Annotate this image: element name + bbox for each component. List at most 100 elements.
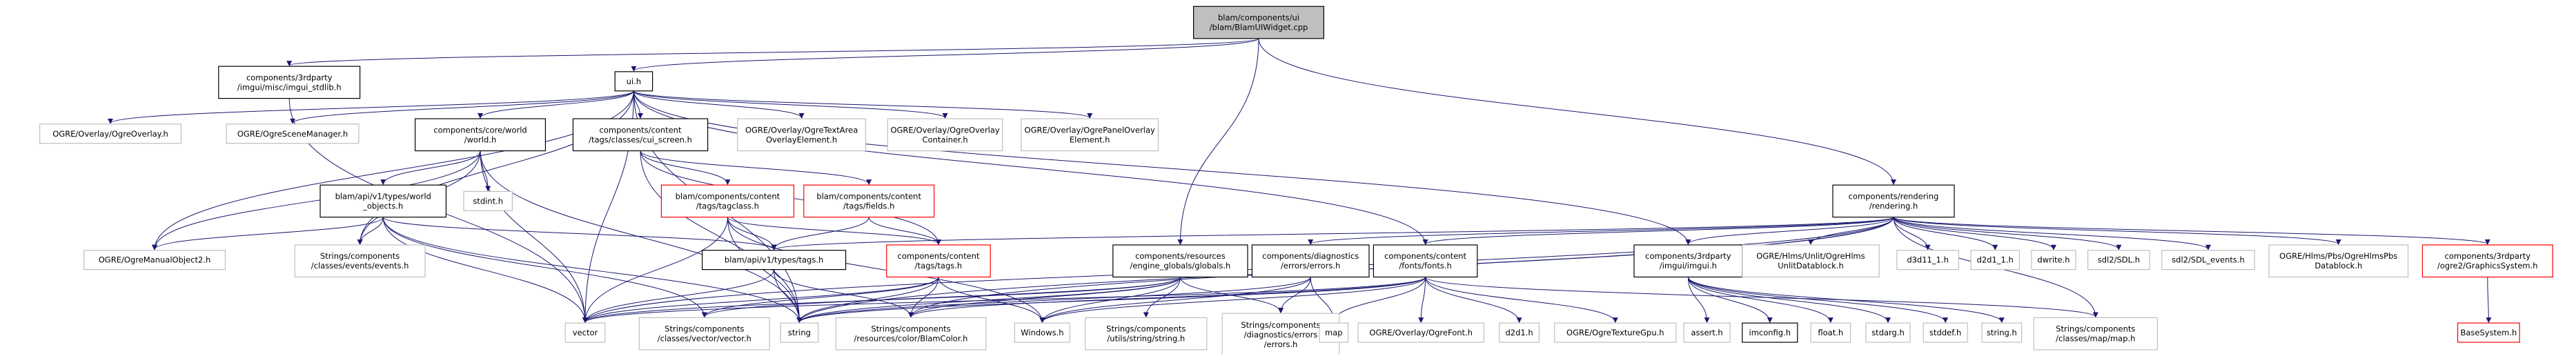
node-label-line: UnlitDatablock.h bbox=[1778, 261, 1844, 271]
node-label-line: string bbox=[788, 328, 811, 337]
node-label-line: BaseSystem.h bbox=[2460, 328, 2517, 337]
node-engine-globals[interactable]: components/resources/engine_globals/glob… bbox=[1112, 244, 1248, 278]
node-label-line: OGRE/Overlay/OgreFont.h bbox=[1369, 328, 1473, 337]
node-box bbox=[1683, 322, 1731, 343]
edge-blam_world_objects-to-vector bbox=[382, 217, 588, 324]
node-label-line: stdint.h bbox=[473, 196, 503, 206]
node-box bbox=[1970, 250, 2021, 271]
node-box bbox=[1014, 322, 1071, 343]
node-ogre2-graphics[interactable]: components/3rdparty/ogre2/GraphicsSystem… bbox=[2421, 244, 2553, 278]
node-box bbox=[638, 317, 770, 351]
node-box bbox=[1554, 322, 1677, 343]
node-root[interactable]: blam/components/ui/blam/BlamUIWidget.cpp bbox=[1192, 6, 1324, 39]
node-box bbox=[2033, 317, 2158, 351]
node-label-line: /tags/fields.h bbox=[843, 201, 894, 210]
node-assert-h: assert.h bbox=[1683, 322, 1731, 343]
edge-root-to-ui_h bbox=[631, 38, 1259, 72]
node-label-line: vector bbox=[573, 328, 598, 337]
node-imconfig-h[interactable]: imconfig.h bbox=[1742, 322, 1798, 343]
node-diag-errors[interactable]: components/diagnostics/errors/errors.h bbox=[1251, 244, 1370, 278]
node-rendering-h[interactable]: components/rendering/rendering.h bbox=[1832, 184, 1955, 218]
node-ui-h[interactable]: ui.h bbox=[614, 71, 653, 92]
node-box bbox=[737, 118, 867, 152]
edge-cui_screen-to-tagclass_h bbox=[640, 150, 731, 186]
node-label-line: components/3rdparty bbox=[1645, 251, 1731, 261]
node-label-line: float.h bbox=[1818, 328, 1843, 337]
node-label-line: /world.h bbox=[464, 135, 496, 144]
edge-fonts_h-to-windows_h bbox=[1039, 277, 1426, 324]
node-ogre-manual: OGRE/OgreManualObject2.h bbox=[83, 250, 226, 271]
node-box bbox=[1832, 184, 1955, 218]
node-label-line: d2d1.h bbox=[1506, 328, 1533, 337]
edge-diag_errors-to-diag_errors_str bbox=[1278, 277, 1311, 314]
node-box bbox=[1357, 322, 1484, 343]
node-box bbox=[1373, 244, 1478, 278]
node-label-line: OGRE/Overlay/OgrePanelOverlay bbox=[1025, 125, 1156, 135]
node-label-line: Strings/components bbox=[871, 324, 950, 334]
node-blam-world-objects[interactable]: blam/api/v1/types/world_objects.h bbox=[319, 184, 446, 218]
node-stddef-h: stddef.h bbox=[1923, 322, 1968, 343]
node-label-line: /diagnostics/errors bbox=[1244, 330, 1318, 340]
edge-ogre2_graphics-to-basesystem_h bbox=[2486, 277, 2492, 324]
node-basesystem-h[interactable]: BaseSystem.h bbox=[2457, 322, 2520, 343]
node-blam-tags-h[interactable]: blam/api/v1/types/tags.h bbox=[701, 250, 847, 271]
node-box bbox=[2161, 250, 2255, 271]
node-tagclass-h[interactable]: blam/components/content/tags/tagclass.h bbox=[660, 184, 795, 218]
node-imgui-stdlib[interactable]: components/3rdparty/imgui/misc/imgui_std… bbox=[218, 66, 361, 99]
node-label-line: assert.h bbox=[1691, 328, 1722, 337]
edge-cui_screen-to-fields_h bbox=[640, 150, 872, 186]
node-label-line: OGRE/Overlay/OgreOverlay bbox=[890, 125, 999, 135]
edge-rendering_h-to-d2d1 bbox=[1893, 217, 1998, 250]
edge-imgui_h-to-stdarg_h bbox=[1687, 277, 1891, 324]
node-events-h: Strings/components/classes/events/events… bbox=[294, 244, 426, 278]
edge-fonts_h-to-ogre_texgpu bbox=[1425, 277, 1618, 324]
node-label-line: /classes/vector/vector.h bbox=[658, 334, 751, 344]
node-ogre-font: OGRE/Overlay/OgreFont.h bbox=[1357, 322, 1484, 343]
node-label-line: components/core/world bbox=[433, 125, 527, 135]
edge-diag_errors-to-string bbox=[796, 277, 1311, 324]
edge-content_tags_h-to-str_vector bbox=[701, 277, 939, 318]
nodes-layer: blam/components/ui/blam/BlamUIWidget.cpp… bbox=[39, 6, 2553, 354]
node-box bbox=[2268, 244, 2409, 278]
node-box bbox=[1810, 322, 1851, 343]
node-imgui-h[interactable]: components/3rdparty/imgui/imgui.h bbox=[1633, 244, 1743, 278]
node-label-line: imconfig.h bbox=[1749, 328, 1791, 337]
node-label-line: sdl2/SDL.h bbox=[2098, 255, 2140, 265]
node-label-line: ui.h bbox=[627, 77, 641, 86]
node-label-line: Container.h bbox=[923, 135, 968, 144]
node-ogre-overlay: OGRE/Overlay/OgreOverlay.h bbox=[39, 124, 182, 144]
edge-root-to-engine_globals bbox=[1177, 38, 1259, 245]
node-label-line: /tags/tagclass.h bbox=[696, 201, 759, 210]
node-stdarg-h: stdarg.h bbox=[1865, 322, 1911, 343]
node-label-line: /utils/string/string.h bbox=[1107, 334, 1185, 344]
node-world-h[interactable]: components/core/world/world.h bbox=[414, 118, 546, 152]
node-sdl-h: sdl2/SDL.h bbox=[2087, 250, 2150, 271]
node-box bbox=[2457, 322, 2520, 343]
edge-ui_h-to-ogre_overlay bbox=[108, 90, 634, 124]
node-label-line: blam/api/v1/types/tags.h bbox=[725, 255, 823, 265]
node-box bbox=[614, 71, 653, 92]
node-d2d1: d2d1_1.h bbox=[1970, 250, 2021, 271]
node-label-line: OGRE/Overlay/OgreTextArea bbox=[745, 125, 858, 135]
edge-ui_h-to-ogre_textarea bbox=[633, 90, 805, 119]
edge-content_tags_h-to-vector bbox=[582, 277, 939, 324]
edge-blam_world_objects-to-events_h bbox=[357, 217, 384, 245]
edge-rendering_h-to-imgui_h bbox=[1685, 217, 1894, 245]
node-content-tags-h[interactable]: components/content/tags/tags.h bbox=[886, 244, 991, 278]
node-cui-screen[interactable]: components/content/tags/classes/cui_scre… bbox=[572, 118, 709, 152]
node-stdint-h: stdint.h bbox=[463, 190, 513, 211]
node-box bbox=[2421, 244, 2553, 278]
node-box bbox=[803, 184, 935, 218]
edges-layer bbox=[108, 38, 2492, 324]
node-fonts-h[interactable]: components/content/fonts/fonts.h bbox=[1373, 244, 1478, 278]
node-box bbox=[1981, 322, 2023, 343]
node-label-line: Strings/components bbox=[1106, 324, 1186, 334]
edge-world_h-to-vector bbox=[480, 150, 588, 324]
edge-ui_h-to-events_h bbox=[357, 90, 634, 245]
edge-fonts_h-to-str_map bbox=[1425, 277, 2098, 318]
node-fields-h[interactable]: blam/components/content/tags/fields.h bbox=[803, 184, 935, 218]
node-string-utils: Strings/components/utils/string/string.h bbox=[1085, 317, 1208, 351]
node-label-line: components/content bbox=[1384, 251, 1466, 261]
edge-blam_world_objects-to-blam_tags_h bbox=[382, 217, 777, 250]
